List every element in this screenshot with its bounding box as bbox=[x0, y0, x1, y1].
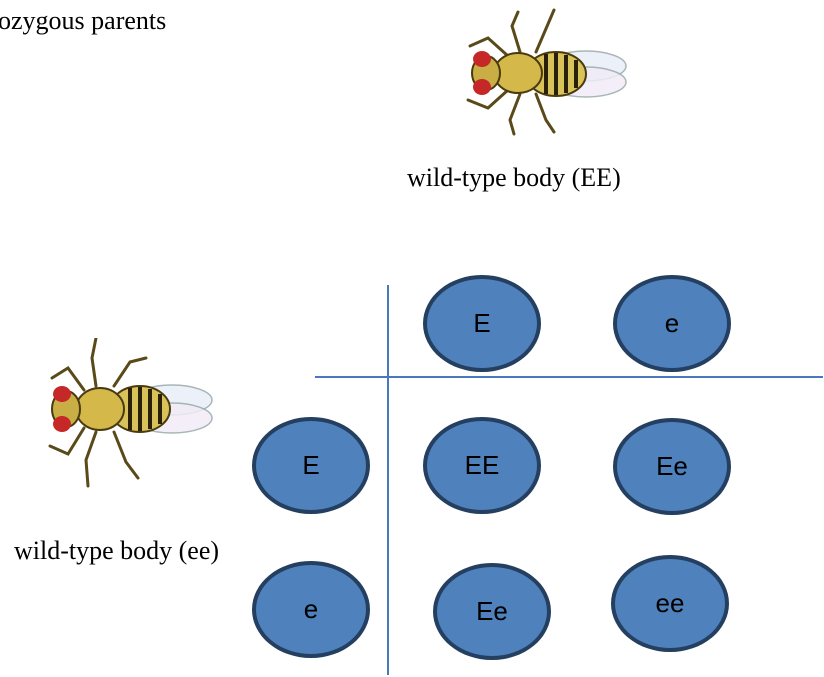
row-allele-2: e bbox=[252, 561, 370, 658]
column-allele-1: E bbox=[423, 275, 541, 372]
offspring-cell-ee-lower: ee bbox=[611, 555, 729, 652]
left-parent-caption: wild-type body (ee) bbox=[14, 536, 220, 565]
punnett-vertical-line bbox=[387, 285, 389, 675]
punnett-horizontal-line bbox=[315, 376, 823, 378]
offspring-cell-ee-mixed-1: Ee bbox=[613, 418, 731, 515]
left-fly-icon bbox=[48, 338, 213, 488]
top-parent-caption: wild-type body (EE) bbox=[407, 163, 621, 192]
header-text: ozygous parents bbox=[0, 6, 167, 35]
top-fly-icon bbox=[466, 8, 627, 136]
column-allele-2: e bbox=[613, 275, 731, 372]
offspring-cell-ee-upper: EE bbox=[423, 417, 541, 514]
offspring-cell-ee-mixed-2: Ee bbox=[433, 563, 551, 660]
row-allele-1: E bbox=[252, 417, 370, 514]
